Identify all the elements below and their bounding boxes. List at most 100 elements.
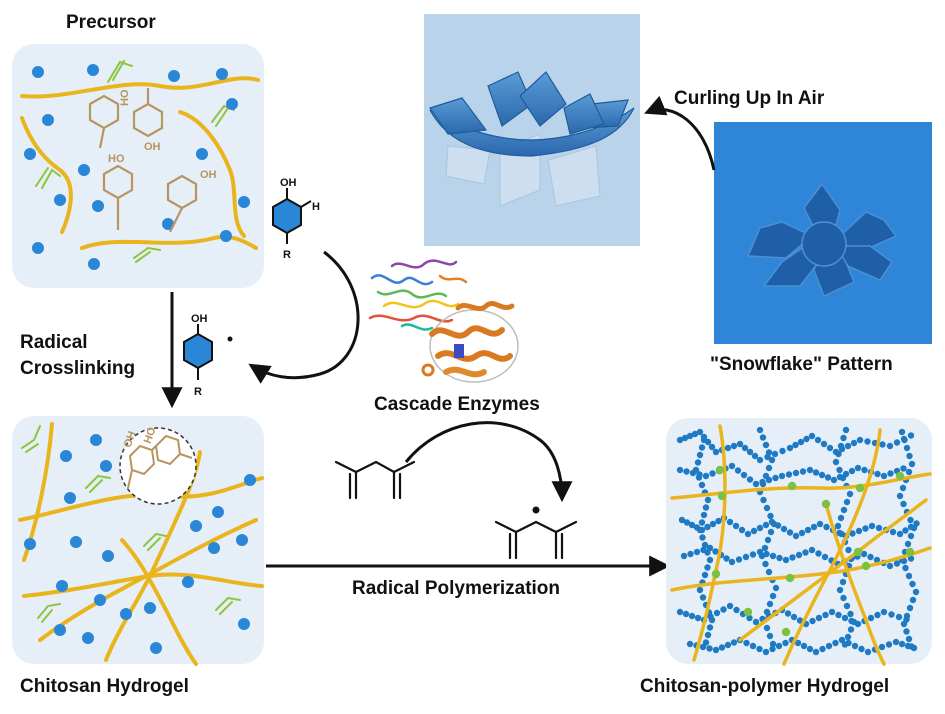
polymer-bead bbox=[797, 438, 805, 446]
polymer-bead bbox=[730, 442, 738, 450]
polymer-bead bbox=[846, 490, 854, 498]
chitosan-hydrogel-panel: OH HO bbox=[12, 416, 264, 666]
polymer-bead bbox=[706, 645, 713, 652]
enzyme-structure bbox=[368, 259, 519, 383]
polymer-bead bbox=[756, 645, 763, 653]
snowflake-gel bbox=[746, 182, 898, 298]
polymer-bead bbox=[698, 444, 706, 451]
monomer-oh: OH bbox=[280, 177, 297, 189]
polymer-bead bbox=[803, 435, 810, 443]
polymer-bead bbox=[698, 481, 706, 489]
polymer-bead bbox=[775, 642, 783, 650]
precursor-oh-label-1: HO bbox=[119, 89, 131, 106]
polymer-bead bbox=[886, 562, 894, 570]
polymer-bead bbox=[702, 504, 710, 511]
polymer-bead bbox=[814, 436, 822, 444]
polymer-bead bbox=[687, 550, 694, 558]
polymer-bead bbox=[762, 521, 770, 529]
curled-gel-photo bbox=[424, 14, 640, 246]
polymer-bead bbox=[875, 524, 883, 532]
polymer-bead bbox=[822, 611, 829, 619]
polymer-bead bbox=[736, 440, 744, 448]
dimer-oh-label: OH bbox=[122, 430, 139, 450]
polymer-bead bbox=[874, 611, 881, 619]
polymer-bead bbox=[850, 618, 858, 626]
polymer-bead bbox=[819, 645, 826, 653]
polymer-bead bbox=[756, 456, 764, 464]
polymer-bead bbox=[768, 456, 776, 464]
polymer-bead bbox=[699, 643, 707, 651]
polymer-bead bbox=[769, 645, 776, 653]
polymer-bead bbox=[816, 520, 824, 528]
polymer-bead bbox=[715, 517, 722, 525]
precursor-oh-label-3: HO bbox=[108, 153, 125, 165]
polymer-bead bbox=[776, 554, 783, 562]
polymer-bead bbox=[692, 466, 700, 474]
polymer-bead bbox=[696, 526, 704, 534]
polymer-bead bbox=[790, 613, 798, 621]
polymer-bead bbox=[905, 468, 913, 476]
polymer-bead bbox=[839, 578, 847, 586]
crosslink-node bbox=[855, 483, 865, 493]
polymer-bead bbox=[765, 464, 773, 472]
polymer-bead bbox=[799, 468, 807, 475]
polymer-bead bbox=[861, 466, 868, 474]
polymer-bead bbox=[843, 602, 851, 610]
polymer-bead bbox=[889, 528, 897, 536]
polymer-bead bbox=[856, 436, 864, 444]
polymer-bead bbox=[700, 436, 708, 444]
polymer-bead bbox=[682, 610, 690, 618]
polymer-bead bbox=[867, 553, 874, 561]
polymer-bead bbox=[770, 520, 778, 528]
polymer-bead bbox=[896, 492, 904, 500]
monomer-h: H bbox=[312, 201, 320, 213]
polymer-bead bbox=[798, 529, 806, 537]
polymer-bead bbox=[903, 628, 910, 635]
polymer-bead bbox=[751, 452, 759, 460]
polymer-bead bbox=[712, 646, 720, 654]
polymer-bead bbox=[858, 645, 865, 653]
crosslink-node bbox=[785, 573, 795, 583]
polymer-bead bbox=[732, 522, 740, 530]
chitosan-polymer-hydrogel-panel bbox=[666, 418, 932, 666]
polymer-bead bbox=[769, 552, 777, 560]
crosslink-node bbox=[715, 465, 725, 475]
polymer-bead bbox=[704, 631, 712, 639]
polymer-bead bbox=[901, 436, 908, 444]
monomer-r: R bbox=[283, 249, 291, 261]
polymer-bead bbox=[752, 480, 760, 488]
polymer-bead bbox=[742, 553, 750, 561]
polymer-bead bbox=[864, 648, 872, 656]
polymer-bead bbox=[908, 643, 915, 650]
polymer-bead bbox=[726, 518, 734, 526]
polymer-bead bbox=[691, 430, 699, 438]
polymer-bead bbox=[744, 530, 752, 538]
polymer-bead bbox=[830, 476, 838, 484]
polymer-bead bbox=[760, 496, 767, 504]
polymer-bead bbox=[704, 496, 712, 504]
polymer-bead bbox=[837, 514, 845, 522]
polymer-bead bbox=[756, 426, 764, 434]
polymer-bead bbox=[765, 449, 773, 456]
polymer-bead bbox=[676, 608, 684, 616]
radical-polymerization-label: Radical Polymerization bbox=[352, 578, 561, 599]
polymer-bead bbox=[835, 611, 842, 619]
polymer-bead bbox=[767, 512, 774, 520]
polymer-bead bbox=[892, 638, 900, 646]
polymer-bead bbox=[706, 556, 714, 564]
polymer-bead bbox=[738, 526, 746, 534]
polymer-bead bbox=[837, 442, 845, 450]
polymer-bead bbox=[780, 525, 788, 533]
precursor-oh-label-2: OH bbox=[144, 141, 161, 153]
polymer-bead bbox=[885, 641, 893, 648]
polymer-bead bbox=[789, 554, 796, 561]
precursor-vinyl-groups bbox=[35, 60, 235, 263]
polymer-bead bbox=[898, 428, 906, 436]
polymer-bead bbox=[820, 440, 828, 448]
polymer-bead bbox=[804, 526, 812, 534]
crosslink-node bbox=[895, 471, 905, 481]
polymer-bead bbox=[826, 444, 834, 452]
radical-dot bbox=[532, 506, 540, 514]
precursor-oh-label-4: OH bbox=[200, 169, 217, 181]
